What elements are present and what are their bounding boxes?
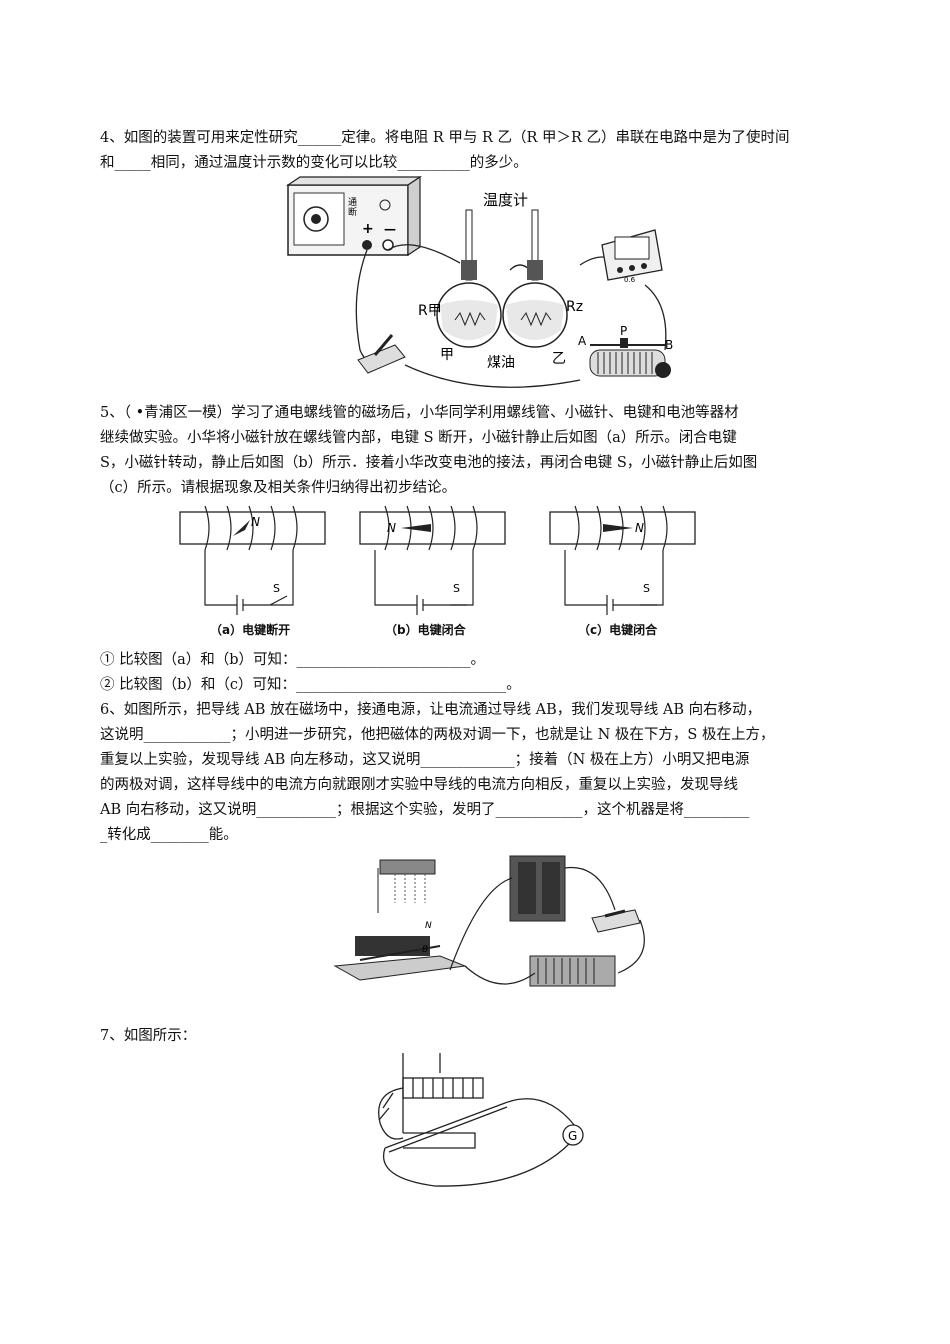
caption-c: （c）电键闭合: [578, 623, 658, 637]
needle-n-a: N: [251, 515, 260, 529]
label-a: A: [578, 334, 587, 348]
q6-motor-principle-figure: N B: [333, 855, 645, 987]
flask-yi: [502, 209, 568, 348]
q5-line-3: S，小磁针转动，静止后如图（b）所示．接着小华改变电池的接法，再闭合电键 S，小…: [100, 455, 758, 471]
label-p: P: [620, 324, 627, 338]
ammeter: 0.6: [601, 229, 663, 284]
q6-line-3: 重复以上实验，发现导线 AB 向左移动，这又说明_____________；接着…: [100, 752, 750, 768]
q5-line-1: 5、（ •青浦区一模）学习了通电螺线管的磁场后，小华同学利用螺线管、小磁针、电键…: [100, 405, 739, 421]
q6-line-5: AB 向右移动，这又说明___________；根据这个实验，发明了______…: [100, 802, 750, 818]
label-b: B: [665, 338, 673, 352]
label-g: G: [568, 1129, 577, 1143]
q5-answer-2: ② 比较图（b）和（c）可知：_________________________…: [100, 677, 521, 693]
wire-loop: [383, 1098, 576, 1187]
q5-answer-1: ① 比较图（a）和（b）可知：________________________。: [100, 652, 486, 668]
minus-sign: —: [384, 222, 396, 236]
solenoid-figure-b: N S: [359, 505, 506, 615]
q7-electromagnetic-induction-figure: G: [378, 1053, 584, 1187]
knife-switch: [357, 334, 406, 374]
magnet-base: N B: [333, 921, 467, 981]
switch-s-c: S: [643, 582, 650, 595]
label-kerosene: 煤油: [487, 355, 515, 371]
switch-s-a: S: [273, 582, 280, 595]
q5-line-2: 继续做实验。小华将小磁针放在螺线管内部，电键 S 断开，小磁针静止后如图（a）所…: [100, 430, 737, 446]
label-r-jia: R甲: [418, 303, 442, 319]
q7-line-1: 7、如图所示：: [100, 1028, 197, 1044]
solenoid-figure-c: N S: [549, 505, 696, 615]
label-thermometer: 温度计: [483, 191, 528, 209]
rheostat6: [529, 955, 616, 987]
q5-line-4: （c）所示。请根据现象及相关条件归纳得出初步结论。: [100, 480, 457, 496]
q4-line-1: 4、如图的装置可用来定性研究______定律。将电阻 R 甲与 R 乙（R 甲＞…: [100, 130, 790, 146]
plus-sign: +: [362, 221, 374, 237]
q4-joule-law-apparatus-figure: 通 断 + — 温度计 R甲 Rz 甲 煤油 乙 0: [286, 175, 673, 388]
label-n: N: [425, 921, 432, 931]
q6-line-6: _转化成________能。: [100, 827, 238, 843]
battery: [509, 855, 566, 922]
solenoid-figure-a: N S: [179, 505, 326, 615]
q4-line-2: 和_____相同，通过温度计示数的变化可以比较__________的多少。: [100, 155, 528, 171]
needle-n-c: N: [635, 521, 644, 535]
meter-scale-label: 0.6: [624, 276, 636, 284]
needle-n-b: N: [387, 521, 396, 535]
label-jia: 甲: [440, 347, 454, 363]
flask-jia: [436, 209, 502, 348]
label-b6: B: [422, 945, 428, 955]
label-r-yi: Rz: [566, 299, 583, 315]
q6-line-1: 6、如图所示，把导线 AB 放在磁场中，接通电源，让电流通过导线 AB，我们发现…: [100, 702, 762, 718]
u-magnet-with-coil: [378, 1053, 484, 1149]
galvanometer: G: [562, 1124, 584, 1146]
rheostat: [589, 338, 671, 378]
q5-solenoid-figures: N S N S N S: [179, 505, 696, 615]
box-label-off: 断: [348, 206, 357, 218]
box-label-on: 通: [348, 197, 357, 208]
q6-line-2: 这说明____________；小明进一步研究，他把磁体的两极对调一下，也就是让…: [100, 727, 775, 743]
magnet-exploded-view: [377, 859, 436, 913]
q6-line-4: 的两极对调，这样导线中的电流方向就跟刚才实验中导线的电流方向相反，重复以上实验，…: [100, 777, 738, 793]
switch-s-b: S: [453, 582, 460, 595]
caption-a: （a）电键断开: [210, 623, 291, 637]
label-yi: 乙: [552, 351, 566, 367]
switch6: [591, 909, 641, 933]
power-supply-box: 通 断 + —: [286, 175, 422, 257]
caption-b: （b）电键闭合: [385, 623, 466, 637]
